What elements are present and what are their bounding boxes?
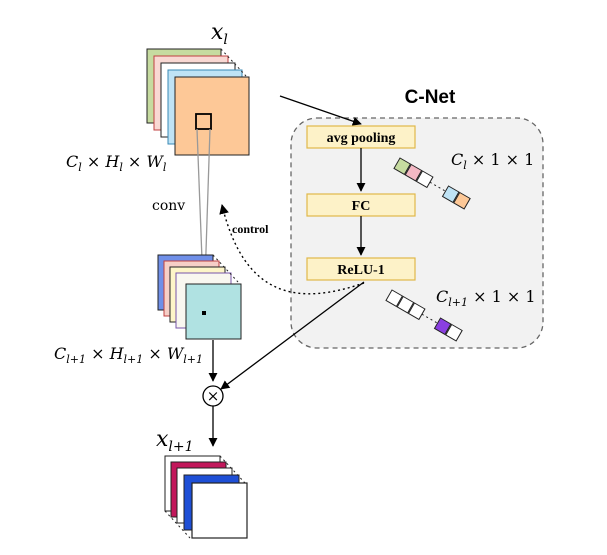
- control-label: control: [232, 222, 269, 236]
- cnet-title: C-Net: [405, 87, 456, 108]
- conv-label: conv: [152, 198, 185, 214]
- mid-feature-map: [157, 254, 242, 340]
- avg-pooling-block: avg pooling: [306, 125, 416, 149]
- input-title: xl: [211, 20, 228, 48]
- input-feature-map: [146, 48, 250, 156]
- channel-vector-pooled: [393, 157, 471, 210]
- multiply-symbol: ×: [207, 387, 220, 405]
- avg-pooling-label: avg pooling: [327, 131, 396, 146]
- input-dims: Cl × Hl × Wl: [66, 152, 167, 174]
- fc-block: FC: [306, 193, 416, 217]
- cnet-panel: [290, 117, 544, 349]
- mid-dims: Cl+1 × Hl+1 × Wl+1: [54, 344, 203, 366]
- output-feature-map: [164, 455, 248, 539]
- channel-vector-gate: [385, 289, 463, 342]
- fc-label: FC: [352, 199, 371, 214]
- conv-kernel-window: [195, 113, 212, 130]
- relu-label: ReLU-1: [337, 263, 384, 278]
- vec1-dims: Cl × 1 × 1: [451, 150, 534, 172]
- output-title: xl+1: [156, 427, 194, 455]
- relu-block: ReLU-1: [306, 257, 416, 281]
